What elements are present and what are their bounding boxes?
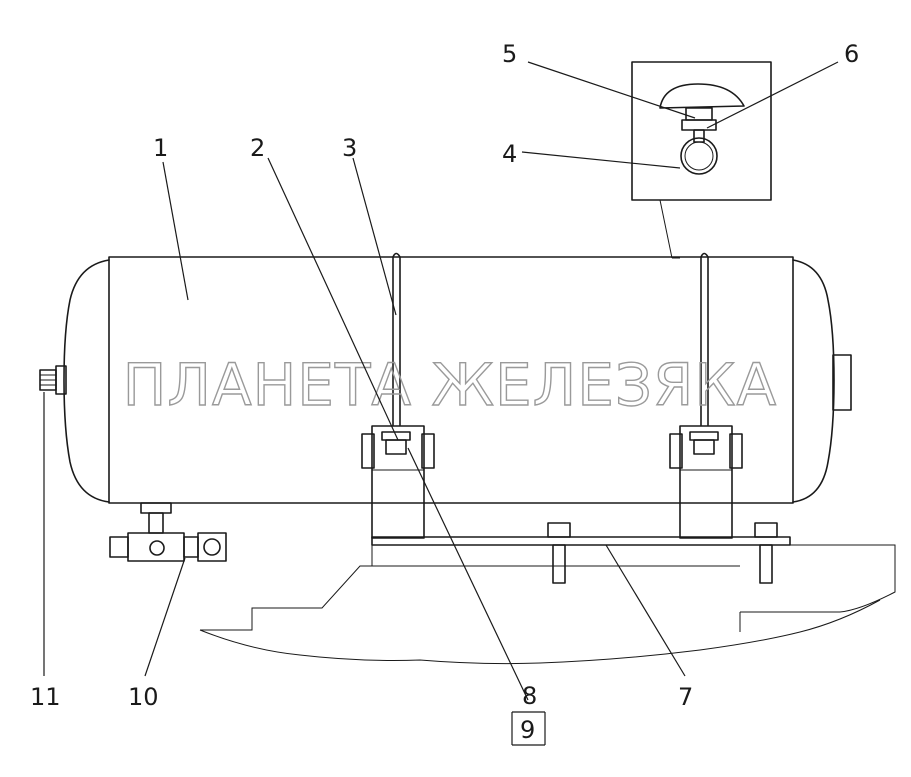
mounting-bolt-left <box>547 522 571 584</box>
callout-6: 6 <box>844 40 859 68</box>
detail-inset <box>631 61 772 259</box>
base-plate <box>371 536 791 546</box>
drain-valve <box>109 502 227 562</box>
callout-2: 2 <box>250 134 265 162</box>
tank-strap-left <box>392 252 401 426</box>
tank-bracket-right <box>669 425 743 539</box>
callout-1: 1 <box>153 134 168 162</box>
callout-7: 7 <box>678 683 693 711</box>
callout-8: 8 <box>522 682 537 710</box>
mounting-bolt-right <box>754 522 778 584</box>
callout-10: 10 <box>128 683 159 711</box>
frame-outline <box>199 544 896 665</box>
tank-strap-right <box>700 252 709 426</box>
air-receiver-tank <box>55 256 852 504</box>
watermark-text: ПЛАНЕТА ЖЕЛЕЗЯКА <box>123 351 777 419</box>
callout-3: 3 <box>342 134 357 162</box>
callout-11: 11 <box>30 683 61 711</box>
callout-5: 5 <box>502 40 517 68</box>
drain-plug <box>39 369 57 391</box>
callout-9: 9 <box>520 716 535 744</box>
leader-lines <box>43 61 839 746</box>
callout-4: 4 <box>502 140 517 168</box>
tank-bracket-left <box>361 425 435 539</box>
